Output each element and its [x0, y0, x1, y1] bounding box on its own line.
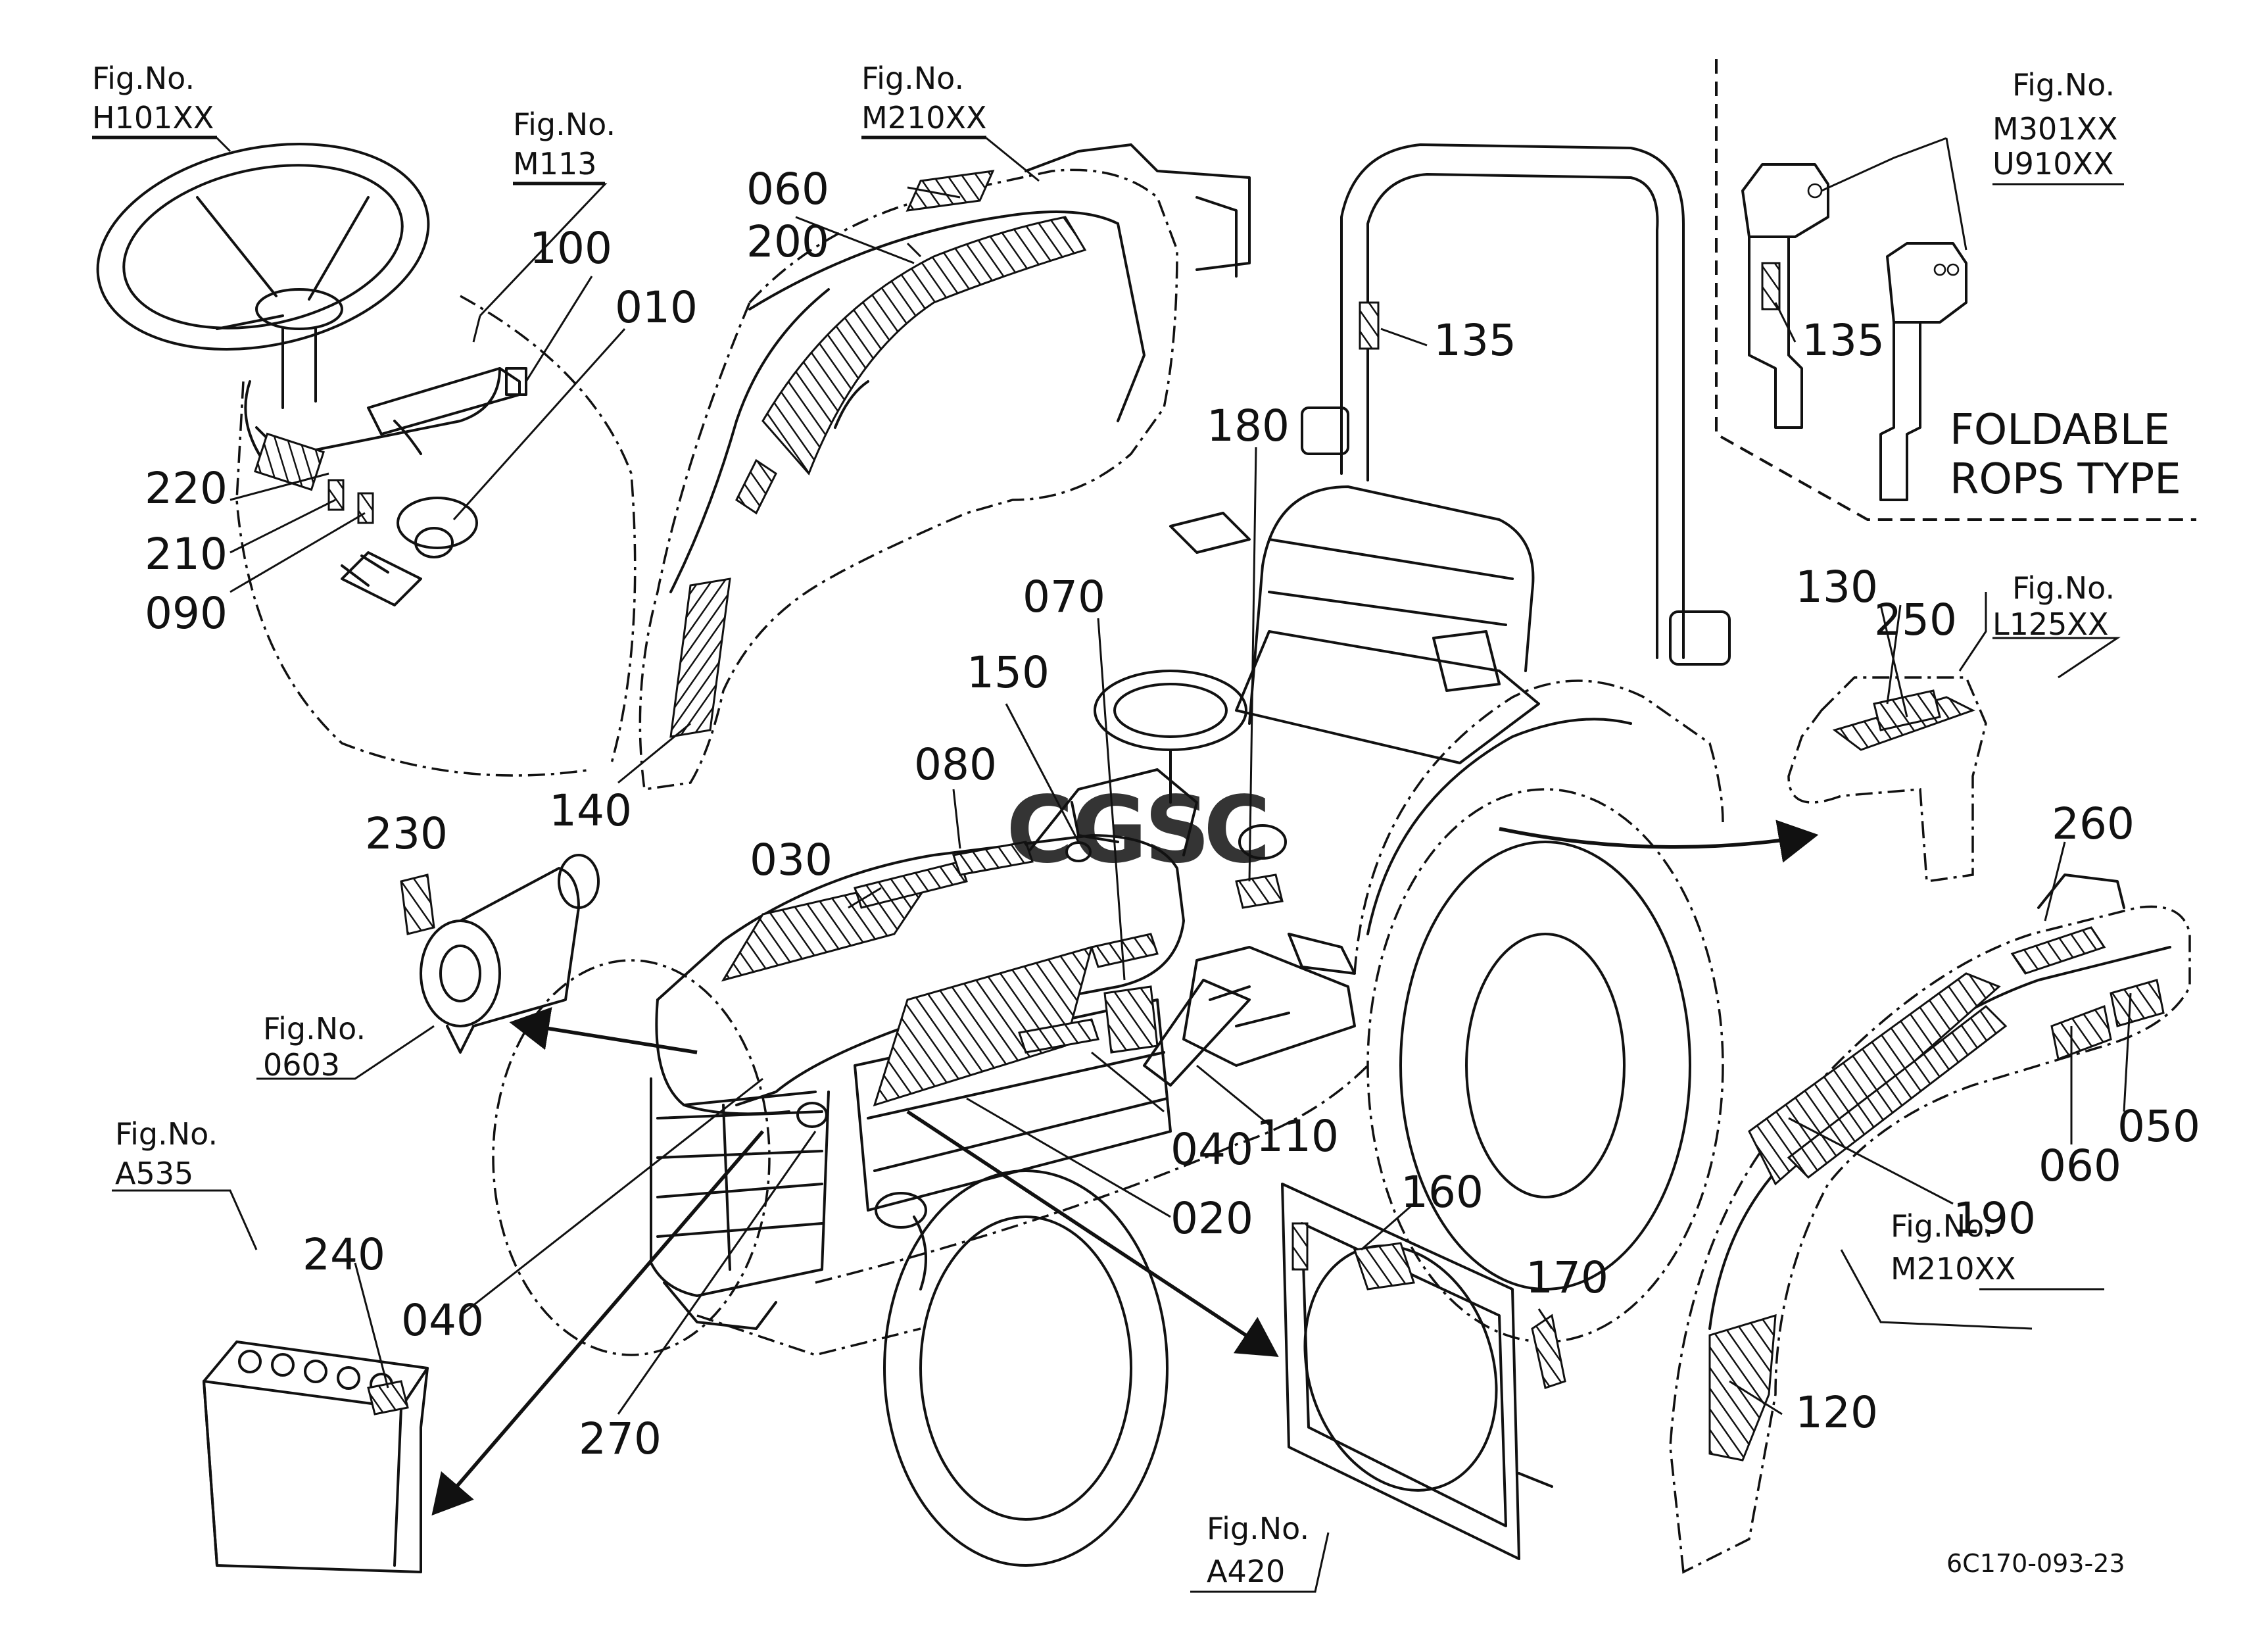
foldable-note-line2: ROPS TYPE: [1950, 455, 2181, 504]
part-label-250: 250: [1874, 595, 1957, 645]
fig-ref-m113-code: M113: [513, 146, 597, 182]
rear-fender-inset: [1669, 873, 2191, 1574]
fig-ref-0603-code: 0603: [263, 1047, 340, 1083]
part-label-080: 080: [914, 739, 997, 790]
foldable-note-line1: FOLDABLE: [1950, 406, 2170, 455]
fig-ref-a535-code: A535: [115, 1156, 193, 1191]
part-label-200: 200: [746, 216, 829, 267]
part-label-135-rops: 135: [1802, 315, 1885, 366]
rops-frame: [1301, 143, 1731, 666]
fig-ref-m113-label: Fig.No.: [513, 107, 615, 142]
steering-dash-assembly: [96, 142, 637, 777]
arrows: [431, 820, 1819, 1516]
part-label-260: 260: [2052, 799, 2135, 849]
seat-plate-inset: [1787, 676, 1987, 883]
fig-ref-m210-bottom-label: Fig.No.: [1891, 1208, 1993, 1244]
watermark-letter-4: C: [1203, 777, 1271, 884]
part-label-050: 050: [2117, 1101, 2200, 1152]
part-label-040-left: 040: [401, 1295, 484, 1346]
part-label-190: 190: [1953, 1193, 2036, 1244]
fig-ref-l125-code: L125XX: [1992, 606, 2108, 642]
part-label-230: 230: [365, 808, 448, 859]
fig-ref-h101-label: Fig.No.: [92, 61, 195, 96]
figure-references: Fig.No. H101XX Fig.No. M113 Fig.No. M210…: [92, 61, 2118, 1589]
fig-ref-a420-code: A420: [1207, 1554, 1285, 1589]
part-label-100: 100: [529, 223, 612, 274]
part-label-130: 130: [1795, 562, 1878, 612]
part-label-135-main: 135: [1434, 315, 1516, 366]
part-label-120: 120: [1795, 1387, 1878, 1438]
fig-ref-h101-code: H101XX: [92, 100, 214, 135]
part-labels: 060 200 100 010 220 210 090 140 135 135 …: [145, 164, 2200, 1464]
hood-panel-assembly: [639, 143, 1251, 791]
fig-ref-u910-code: U910XX: [1992, 146, 2114, 182]
part-label-170: 170: [1526, 1252, 1608, 1303]
fig-ref-a535-label: Fig.No.: [115, 1116, 218, 1152]
foldable-rops-inset: [1715, 59, 2196, 521]
fig-ref-m210-top-code: M210XX: [861, 100, 987, 135]
foldable-rops-note: FOLDABLE ROPS TYPE: [1950, 406, 2181, 504]
drawing-code: 6C170-093-23: [1946, 1549, 2125, 1578]
fig-ref-0603-label: Fig.No.: [263, 1011, 366, 1046]
fig-ref-m301-label: Fig.No.: [2012, 67, 2115, 103]
part-label-210: 210: [145, 529, 228, 579]
part-label-110: 110: [1256, 1111, 1339, 1162]
watermark-letter-3: S: [1144, 777, 1211, 884]
part-label-030: 030: [750, 835, 832, 885]
part-label-150: 150: [967, 647, 1050, 698]
part-label-070: 070: [1023, 572, 1105, 622]
part-label-140: 140: [549, 785, 632, 836]
part-label-010: 010: [615, 282, 698, 333]
cgsc-watermark: C G S C: [1006, 777, 1271, 884]
part-label-270: 270: [579, 1413, 662, 1464]
fig-ref-l125-label: Fig.No.: [2012, 570, 2115, 606]
fig-ref-m301-code: M301XX: [1992, 111, 2118, 147]
tractor-body: [492, 485, 1724, 1567]
part-label-240: 240: [302, 1229, 385, 1280]
air-cleaner-inset: [400, 854, 600, 1054]
fig-ref-m210-top-label: Fig.No.: [861, 61, 964, 96]
leader-lines: [92, 137, 2132, 1593]
part-label-060-top: 060: [746, 164, 829, 214]
part-label-090: 090: [145, 588, 228, 639]
part-label-220: 220: [145, 463, 228, 514]
part-label-060-bottom: 060: [2039, 1141, 2121, 1191]
part-label-040-right: 040: [1170, 1124, 1253, 1175]
battery-inset: [203, 1340, 429, 1573]
watermark-letter-1: C: [1006, 777, 1074, 884]
part-label-180: 180: [1207, 401, 1290, 451]
fig-ref-a420-label: Fig.No.: [1207, 1511, 1309, 1546]
radiator-inset: [1281, 1183, 1566, 1560]
part-label-020: 020: [1170, 1193, 1253, 1244]
part-label-160: 160: [1401, 1167, 1484, 1217]
watermark-letter-2: G: [1072, 777, 1147, 884]
fig-ref-m210-bottom-code: M210XX: [1891, 1251, 2016, 1287]
